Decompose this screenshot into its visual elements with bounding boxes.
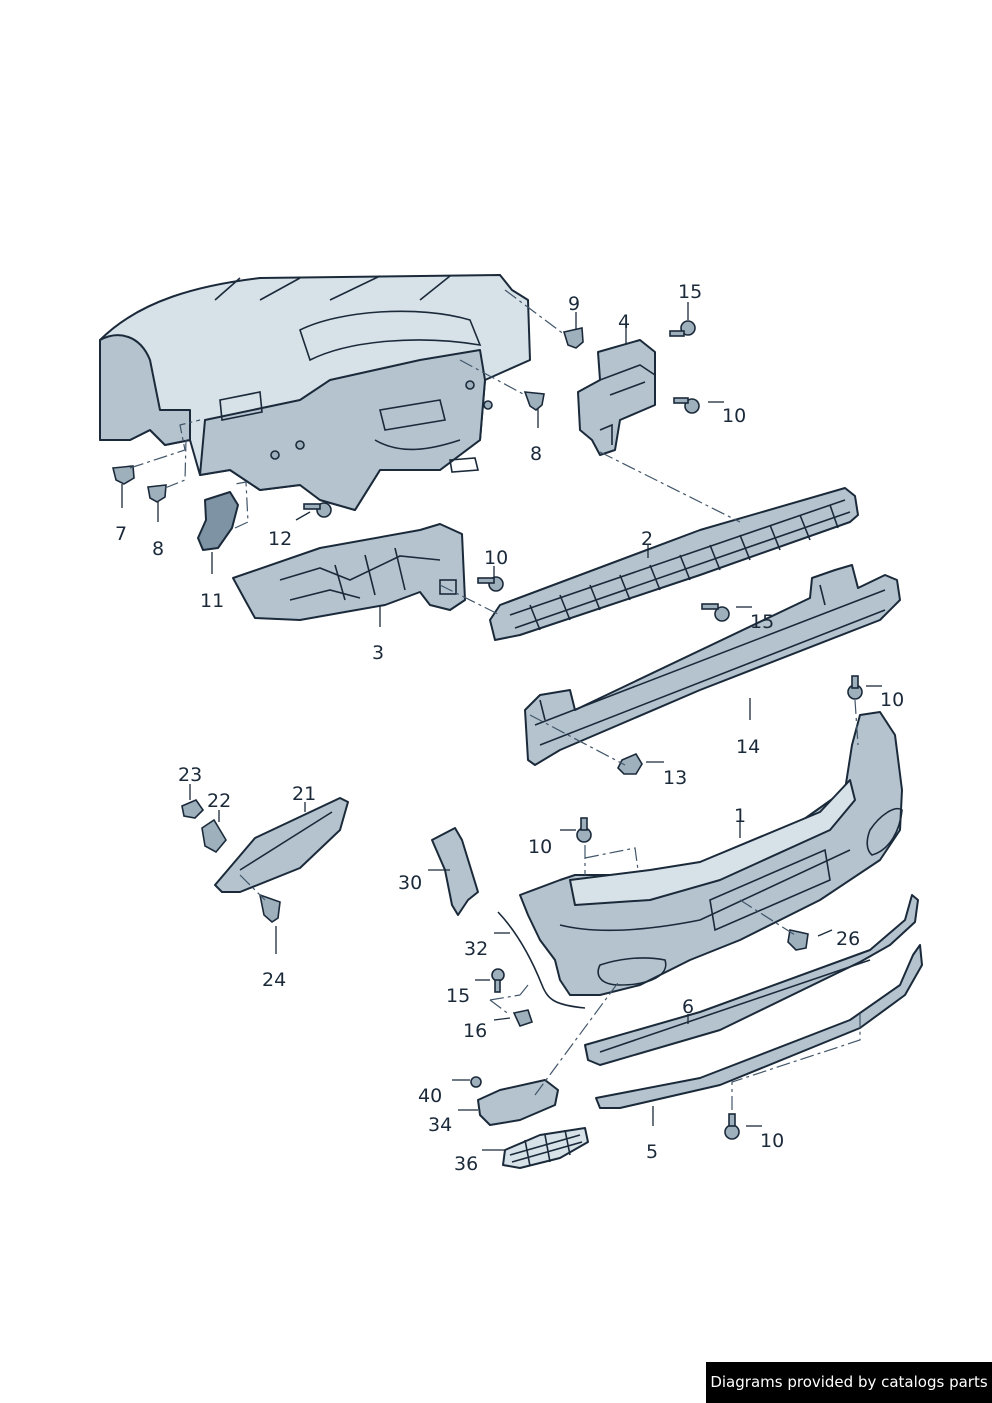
callout-label: 22 xyxy=(207,790,231,812)
callout-label: 23 xyxy=(178,764,202,786)
callout-label: 10 xyxy=(528,836,552,858)
seal-part-32 xyxy=(497,911,586,1009)
callout-label: 15 xyxy=(446,985,470,1007)
callout-label: 24 xyxy=(262,969,286,991)
trim-strip-part-6 xyxy=(584,894,919,1066)
diagram-credit-banner: Diagrams provided by catalogs parts xyxy=(706,1362,992,1403)
callout-label: 11 xyxy=(200,590,224,612)
callout-label: 8 xyxy=(152,538,164,560)
callout-label: 40 xyxy=(418,1085,442,1107)
trim-panel-part-21 xyxy=(214,797,349,893)
callout-labels: 9 4 15 10 8 7 8 12 2 10 11 3 15 10 14 13… xyxy=(115,281,904,1175)
callout-label: 7 xyxy=(115,523,127,545)
callout-label: 14 xyxy=(736,736,760,758)
trim-strip-part-5 xyxy=(595,944,923,1109)
fasteners xyxy=(111,320,863,1140)
bracket-part-11 xyxy=(197,491,239,551)
callout-label: 15 xyxy=(750,611,774,633)
callout-label: 4 xyxy=(618,311,630,333)
callout-label: 13 xyxy=(663,767,687,789)
callout-label: 21 xyxy=(292,783,316,805)
callout-label: 5 xyxy=(646,1141,658,1163)
grille-part-36 xyxy=(502,1127,589,1169)
callout-label: 26 xyxy=(836,928,860,950)
bracket-part-4 xyxy=(577,339,656,456)
callout-label: 15 xyxy=(678,281,702,303)
callout-label: 10 xyxy=(722,405,746,427)
callout-label: 34 xyxy=(428,1114,452,1136)
impact-absorber-part-2 xyxy=(489,487,859,641)
callout-label: 10 xyxy=(880,689,904,711)
callout-label: 30 xyxy=(398,872,422,894)
bumper-cover-part-1 xyxy=(519,711,903,996)
rear-body-panel xyxy=(99,274,531,511)
bumper-carrier-part-14 xyxy=(524,564,901,766)
callout-label: 3 xyxy=(372,642,384,664)
callout-label: 1 xyxy=(734,805,746,827)
callout-label: 10 xyxy=(760,1130,784,1152)
callout-label: 10 xyxy=(484,547,508,569)
callout-label: 6 xyxy=(682,996,694,1018)
guide-part-30 xyxy=(431,827,479,916)
bracket-part-3 xyxy=(232,523,466,621)
callout-label: 9 xyxy=(568,293,580,315)
callout-label: 12 xyxy=(268,528,292,550)
callout-label: 2 xyxy=(641,528,653,550)
callout-label: 8 xyxy=(530,443,542,465)
callout-label: 16 xyxy=(463,1020,487,1042)
cover-part-34 xyxy=(477,1079,559,1126)
assembly-lines xyxy=(129,289,861,1110)
callout-label: 36 xyxy=(454,1153,478,1175)
leader-lines xyxy=(121,302,882,1151)
callout-label: 32 xyxy=(464,938,488,960)
